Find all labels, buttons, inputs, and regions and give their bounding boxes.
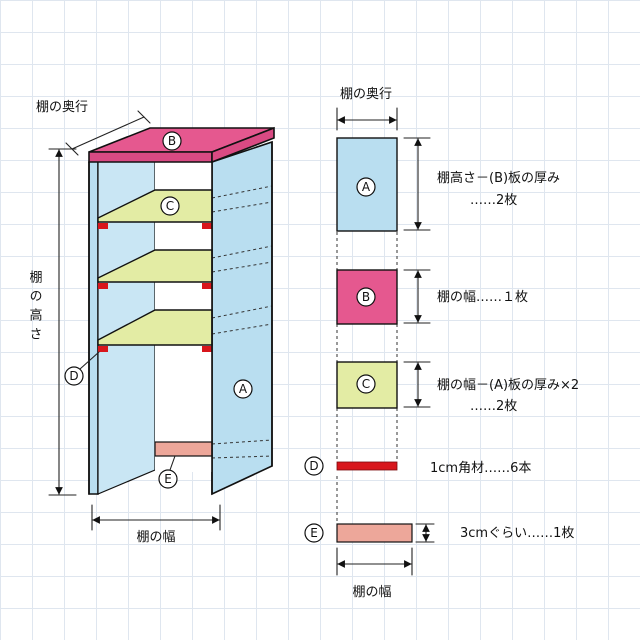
svg-text:A: A (239, 382, 248, 396)
svg-text:……2枚: ……2枚 (470, 193, 517, 208)
hidden-kick-line (211, 439, 273, 459)
cleat-d (202, 223, 212, 229)
top-board-b-front (88, 151, 213, 163)
part-e-row: E 3cmぐらい……1枚 棚の幅 (304, 523, 574, 600)
svg-text:……2枚: ……2枚 (470, 399, 517, 414)
part-e-board (336, 523, 413, 543)
svg-text:D: D (69, 369, 78, 383)
part-c-row: C 棚の幅－(A)板の厚み×2 ……2枚 (336, 361, 579, 414)
side-panel-a-left (88, 159, 99, 495)
svg-text:E: E (164, 472, 172, 486)
part-d-row: D 1cm角材……6本 (304, 456, 531, 476)
hidden-shelf-line (211, 185, 273, 335)
cleat-d (202, 346, 212, 352)
svg-text:棚の奥行: 棚の奥行 (340, 87, 392, 102)
svg-text:3cmぐらい……1枚: 3cmぐらい……1枚 (460, 526, 574, 541)
cleat-d (202, 283, 212, 289)
svg-text:E: E (310, 526, 318, 540)
svg-text:棚の幅: 棚の幅 (352, 585, 391, 600)
part-marker-c: C (160, 196, 180, 216)
part-a-row: A 棚高さ－(B)板の厚み ……2枚 (336, 137, 560, 232)
svg-text:B: B (168, 134, 176, 148)
height-label-char: 棚の高さ (27, 270, 43, 346)
cleat-d (98, 223, 108, 229)
shelf-outline (88, 141, 273, 495)
svg-text:棚の幅……１枚: 棚の幅……１枚 (437, 290, 528, 305)
top-board-b-side (211, 126, 275, 164)
part-marker-b: B (162, 131, 182, 151)
svg-text:棚高さ－(B)板の厚み: 棚高さ－(B)板の厚み (437, 170, 560, 186)
cleat-d (98, 346, 108, 352)
parts-depth-dimension: 棚の奥行 (336, 87, 398, 131)
svg-text:C: C (362, 377, 370, 391)
depth-dimension: 棚の奥行 (36, 100, 151, 156)
part-marker-e: E (158, 455, 178, 489)
svg-text:1cm角材……6本: 1cm角材……6本 (430, 461, 531, 476)
svg-text:D: D (309, 459, 318, 473)
width-dimension: 棚の幅 (91, 504, 221, 545)
part-marker-d: D (64, 351, 100, 386)
svg-text:B: B (362, 290, 370, 304)
height-dimension: 棚の高さ (27, 148, 77, 496)
cleat-d (98, 283, 108, 289)
part-marker-a: A (233, 379, 253, 399)
parts-guide-line (336, 232, 398, 522)
svg-text:棚の幅－(A)板の厚み×2: 棚の幅－(A)板の厚み×2 (437, 378, 579, 393)
kick-board-e (154, 441, 213, 457)
svg-text:A: A (362, 180, 371, 194)
svg-text:C: C (166, 199, 174, 213)
part-d-cleat (336, 461, 398, 471)
shelf-3d-drawing: B C A D E (64, 126, 275, 496)
svg-text:棚の奥行: 棚の奥行 (36, 100, 88, 115)
side-panel-a-right (211, 140, 273, 496)
part-b-row: B 棚の幅……１枚 (336, 269, 528, 325)
svg-text:棚の幅: 棚の幅 (136, 530, 175, 545)
